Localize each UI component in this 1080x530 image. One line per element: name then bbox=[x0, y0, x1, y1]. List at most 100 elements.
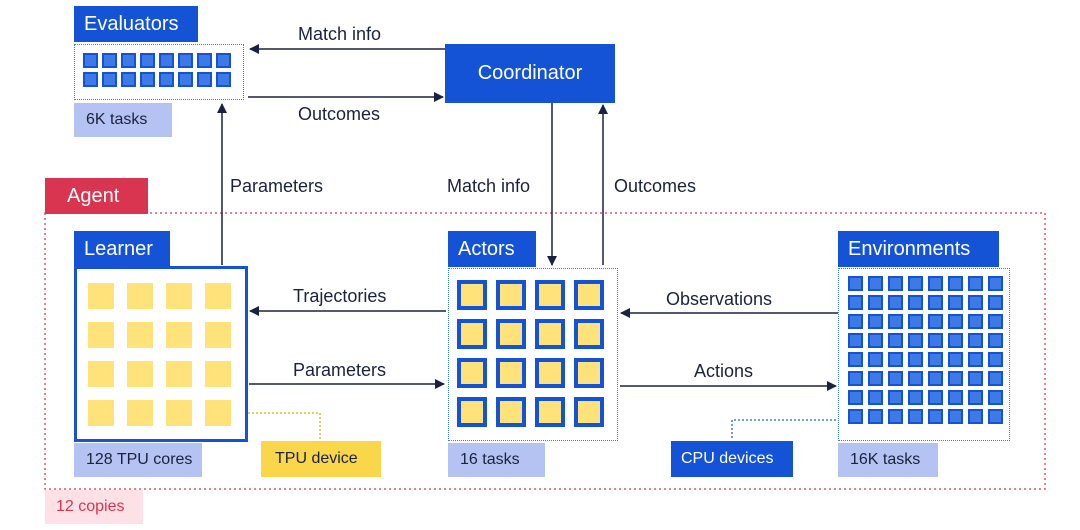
evaluators-title: Evaluators bbox=[74, 6, 198, 42]
environment-task-cell bbox=[848, 409, 863, 424]
tpu-core-cell bbox=[205, 361, 231, 387]
environment-task-cell bbox=[928, 276, 943, 291]
learner-title: Learner bbox=[74, 231, 170, 267]
environment-task-cell bbox=[908, 295, 923, 310]
evaluator-task-cell bbox=[197, 53, 212, 68]
actor-task-cell bbox=[457, 319, 487, 349]
environments-box bbox=[838, 268, 1010, 441]
environment-task-cell bbox=[928, 295, 943, 310]
environment-task-cell bbox=[968, 333, 983, 348]
learner-count: 128 TPU cores bbox=[74, 443, 202, 477]
agent-copies-label: 12 copies bbox=[45, 490, 143, 524]
environment-task-cell bbox=[888, 352, 903, 367]
edge-label-observations: Observations bbox=[666, 289, 773, 309]
environment-task-cell bbox=[908, 409, 923, 424]
environment-task-cell bbox=[848, 295, 863, 310]
environment-task-cell bbox=[868, 371, 883, 386]
environment-task-cell bbox=[988, 352, 1003, 367]
edge-label-match-info-down: Match info bbox=[447, 176, 531, 196]
actors-count: 16 tasks bbox=[448, 443, 545, 477]
tpu-core-cell bbox=[166, 322, 192, 348]
environment-task-cell bbox=[968, 390, 983, 405]
environment-task-cell bbox=[988, 371, 1003, 386]
actor-task-cell bbox=[496, 319, 526, 349]
environment-task-cell bbox=[928, 371, 943, 386]
environment-task-cell bbox=[928, 333, 943, 348]
edge-label-parameters: Parameters bbox=[293, 360, 387, 380]
tpu-core-cell bbox=[166, 283, 192, 309]
environment-task-cell bbox=[888, 295, 903, 310]
tpu-device-leader bbox=[232, 412, 321, 440]
edge-label-outcomes-up: Outcomes bbox=[614, 176, 697, 196]
environment-task-cell bbox=[968, 314, 983, 329]
environment-task-cell bbox=[908, 276, 923, 291]
actor-task-cell bbox=[535, 397, 565, 427]
evaluators-count: 6K tasks bbox=[74, 103, 172, 137]
environment-task-cell bbox=[948, 276, 963, 291]
environment-task-cell bbox=[888, 390, 903, 405]
cpu-devices-leader bbox=[731, 419, 848, 440]
actor-task-cell bbox=[457, 358, 487, 388]
environment-task-cell bbox=[908, 371, 923, 386]
environment-task-cell bbox=[968, 276, 983, 291]
environment-task-cell bbox=[968, 371, 983, 386]
environment-task-cell bbox=[928, 390, 943, 405]
environment-task-cell bbox=[868, 295, 883, 310]
environment-task-cell bbox=[868, 390, 883, 405]
environment-task-cell bbox=[848, 390, 863, 405]
evaluator-task-cell bbox=[140, 53, 155, 68]
environment-task-cell bbox=[848, 333, 863, 348]
environment-task-cell bbox=[948, 352, 963, 367]
environment-task-cell bbox=[908, 390, 923, 405]
tpu-core-cell bbox=[127, 322, 153, 348]
environment-task-cell bbox=[908, 333, 923, 348]
learner-box bbox=[74, 266, 248, 442]
tpu-core-cell bbox=[166, 400, 192, 426]
tpu-core-cell bbox=[127, 400, 153, 426]
environment-task-cell bbox=[888, 314, 903, 329]
coordinator-box: Coordinator bbox=[445, 44, 615, 103]
actor-task-cell bbox=[574, 397, 604, 427]
environments-task-grid bbox=[848, 276, 1003, 424]
tpu-core-cell bbox=[88, 361, 114, 387]
tpu-core-cell bbox=[166, 361, 192, 387]
environment-task-cell bbox=[928, 409, 943, 424]
environment-task-cell bbox=[948, 409, 963, 424]
tpu-core-cell bbox=[88, 400, 114, 426]
tpu-core-cell bbox=[88, 283, 114, 309]
environment-task-cell bbox=[848, 371, 863, 386]
environment-task-cell bbox=[948, 390, 963, 405]
evaluator-task-cell bbox=[121, 72, 136, 87]
evaluator-task-cell bbox=[178, 72, 193, 87]
actor-task-cell bbox=[457, 397, 487, 427]
environment-task-cell bbox=[868, 409, 883, 424]
tpu-core-cell bbox=[205, 322, 231, 348]
actor-task-cell bbox=[535, 358, 565, 388]
tpu-device-label: TPU device bbox=[261, 441, 381, 477]
environment-task-cell bbox=[908, 314, 923, 329]
environment-task-cell bbox=[868, 333, 883, 348]
evaluator-task-cell bbox=[121, 53, 136, 68]
learner-core-grid bbox=[88, 283, 231, 426]
environment-task-cell bbox=[848, 276, 863, 291]
evaluators-box bbox=[74, 44, 244, 100]
actors-title: Actors bbox=[448, 231, 536, 267]
evaluator-task-cell bbox=[102, 53, 117, 68]
actor-task-cell bbox=[496, 280, 526, 310]
actor-task-cell bbox=[457, 280, 487, 310]
evaluator-task-cell bbox=[159, 72, 174, 87]
environments-title: Environments bbox=[838, 231, 999, 267]
evaluator-task-cell bbox=[216, 72, 231, 87]
environment-task-cell bbox=[888, 276, 903, 291]
environment-task-cell bbox=[888, 409, 903, 424]
evaluator-task-cell bbox=[102, 72, 117, 87]
agent-boundary bbox=[44, 212, 1046, 490]
environment-task-cell bbox=[948, 295, 963, 310]
environment-task-cell bbox=[968, 409, 983, 424]
tpu-core-cell bbox=[127, 361, 153, 387]
actor-task-cell bbox=[574, 358, 604, 388]
edge-label-outcomes-top: Outcomes bbox=[298, 104, 381, 124]
environment-task-cell bbox=[928, 352, 943, 367]
environment-task-cell bbox=[968, 295, 983, 310]
edge-label-parameters-up: Parameters bbox=[230, 176, 324, 196]
